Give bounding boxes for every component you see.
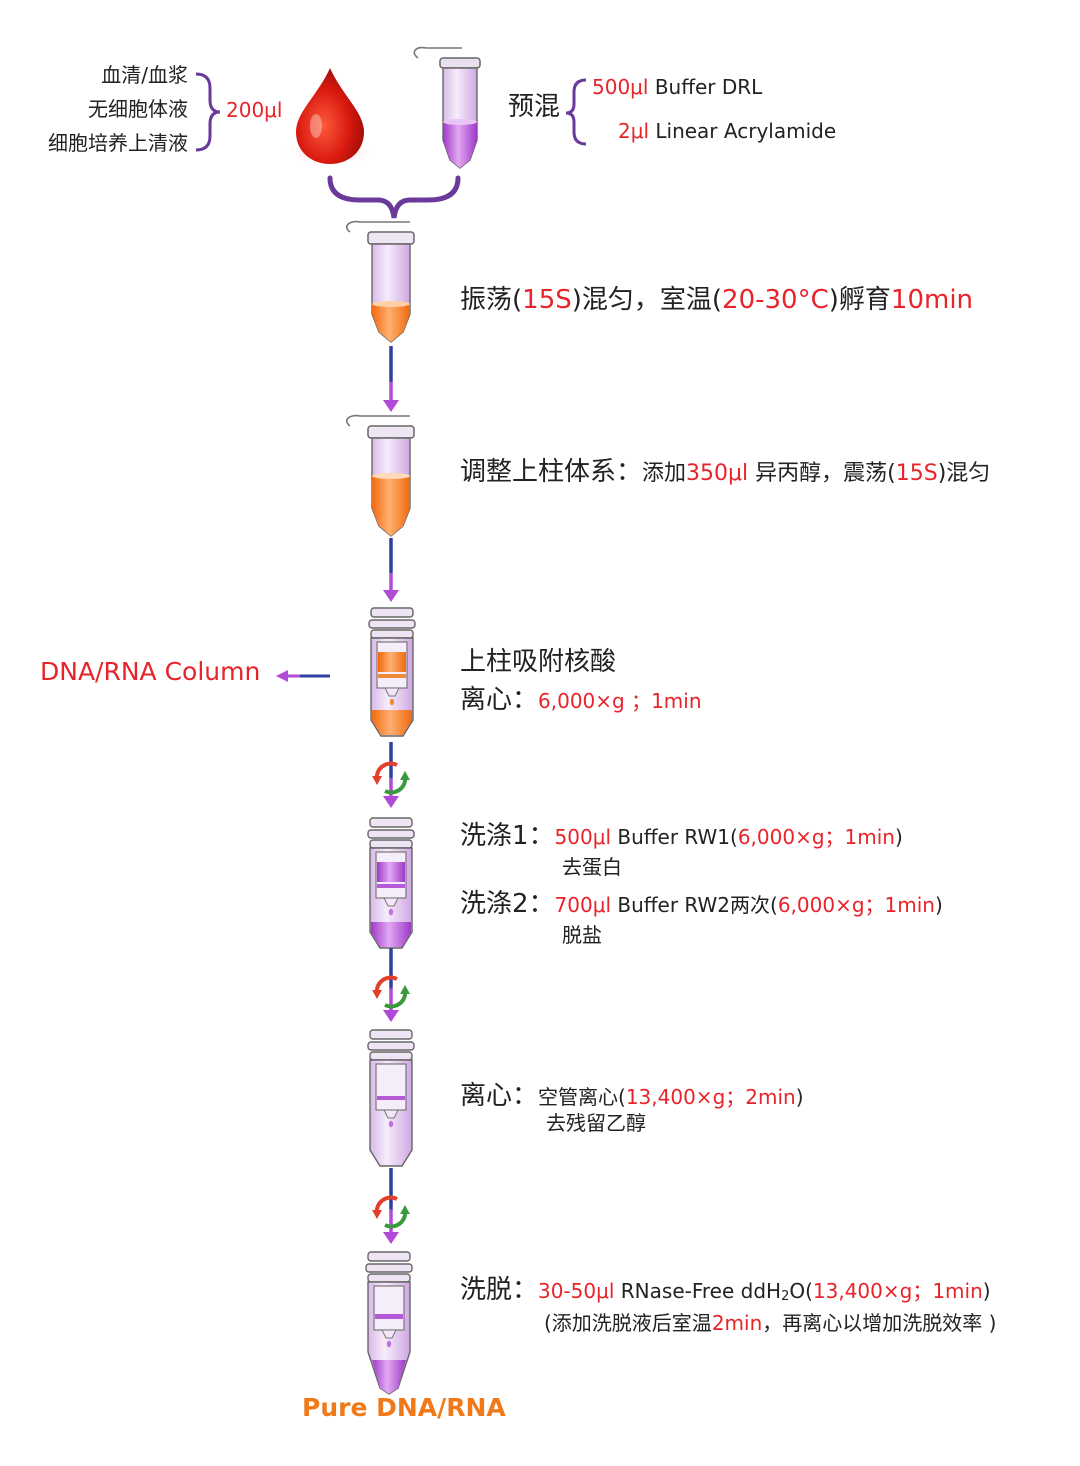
step-wash-1: 洗涤1：500μl Buffer RW1(6,000×g；1min): [460, 821, 903, 851]
sample-type-serum: 血清/血浆: [101, 63, 188, 87]
step-adjust-binding: 调整上柱体系：添加350μl 异丙醇，震荡(15S)混匀: [460, 457, 991, 487]
centrifuge-rotation-icon: [372, 975, 410, 1009]
elution-tube-icon: [365, 1251, 413, 1395]
column-tube-bind-icon: [368, 607, 416, 737]
column-tube-wash-icon: [367, 817, 415, 949]
centrifuge-rotation-icon: [372, 761, 410, 795]
merge-brace: [327, 175, 461, 219]
column-label: DNA/RNA Column: [40, 657, 261, 686]
arrow-wash-to-spin: [383, 948, 399, 1022]
premix-label: 预混: [508, 92, 561, 122]
adjust-tube-icon: [345, 414, 415, 537]
premix-tube-icon: [413, 46, 481, 169]
wash-1-note: 去蛋白: [562, 855, 622, 879]
elution-note: (添加洗脱液后室温2min，再离心以增加洗脱效率 ): [544, 1311, 997, 1335]
centrifuge-rotation-icon: [372, 1195, 410, 1229]
step-bind-centrifuge: 离心：6,000×g ；1min: [460, 685, 702, 715]
step-bind-title: 上柱吸附核酸: [460, 647, 617, 677]
sample-brace: [195, 72, 221, 152]
premix-brace: [565, 78, 587, 146]
arrow-spin-to-elute: [383, 1168, 399, 1244]
column-pointer-arrow: [276, 670, 330, 682]
blood-drop-icon: [284, 68, 376, 166]
column-tube-spin-icon: [367, 1029, 415, 1167]
arrow-step1-to-step2: [383, 346, 399, 412]
wash-2-note: 脱盐: [562, 923, 602, 947]
arrow-bind-to-wash: [383, 742, 399, 808]
premix-item-1: 500μl Buffer DRL: [592, 75, 763, 99]
mix-tube-icon: [345, 220, 415, 343]
step-elution: 洗脱：30-50μl RNase-Free ddH2O(13,400×g；1mi…: [460, 1275, 991, 1305]
step-empty-spin: 离心：空管离心(13,400×g；2min): [460, 1081, 804, 1111]
result-label: Pure DNA/RNA: [302, 1393, 506, 1422]
spin-note: 去残留乙醇: [546, 1111, 646, 1135]
step-mix-incubate: 振荡(15S)混匀，室温(20-30°C)孵育10min: [460, 285, 974, 315]
arrow-step2-to-bind: [383, 538, 399, 602]
sample-type-supernatant: 细胞培养上清液: [48, 131, 188, 155]
sample-volume: 200μl: [226, 98, 283, 122]
premix-item-2: 2μl Linear Acrylamide: [618, 119, 837, 143]
step-wash-2: 洗涤2：700μl Buffer RW2两次(6,000×g；1min): [460, 889, 943, 919]
sample-type-cellfree: 无细胞体液: [88, 97, 188, 121]
